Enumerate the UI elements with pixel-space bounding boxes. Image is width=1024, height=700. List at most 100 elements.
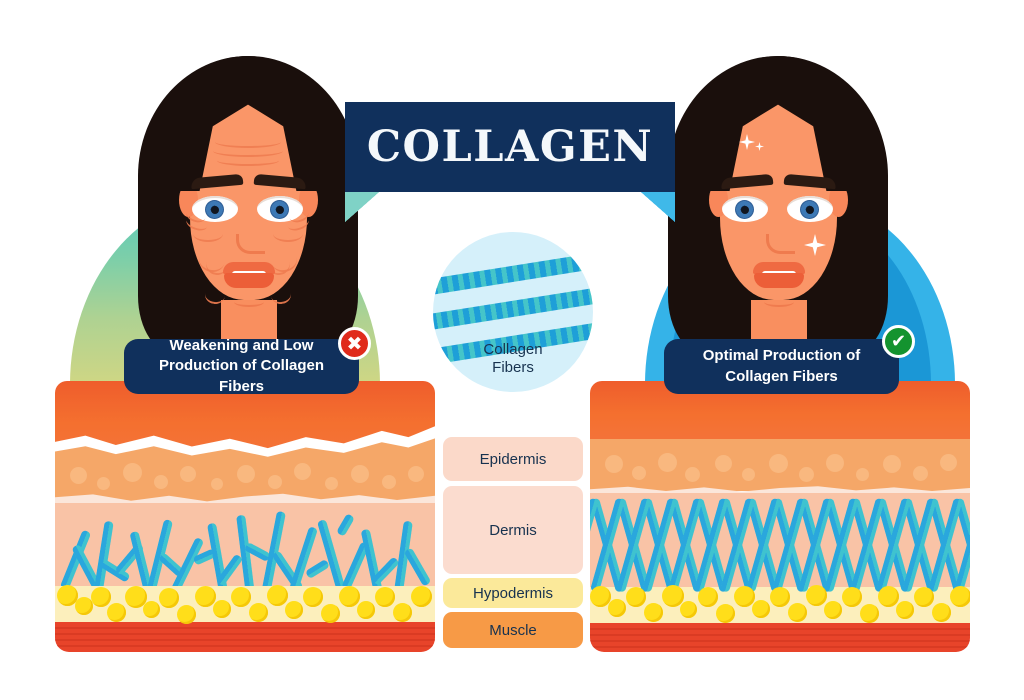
fat-cell	[914, 587, 934, 607]
lips	[753, 262, 805, 288]
pupil	[740, 205, 749, 214]
muscle-layer	[55, 622, 435, 652]
fiber-caption-line1: Collagen	[483, 340, 543, 358]
fat-cell	[159, 588, 179, 608]
fat-cell	[878, 586, 899, 607]
youthful-face-illustration	[663, 48, 893, 378]
left-caption: Weakening and Low Production of Collagen…	[124, 337, 359, 395]
eye-right	[257, 196, 303, 222]
fat-cell	[896, 601, 914, 619]
fat-cell	[590, 586, 611, 607]
fat-cell	[249, 603, 268, 622]
fat-cell	[411, 586, 432, 607]
ear-right	[829, 183, 848, 217]
nose	[766, 234, 795, 254]
epidermis-layer	[590, 439, 970, 491]
ribbon-tail-right	[641, 192, 675, 222]
fiber-diagram-caption: Collagen Fibers	[433, 341, 593, 379]
right-caption: Optimal Production of Collagen Fibers	[664, 339, 899, 394]
collagen-fiber-diagram: Collagen Fibers	[433, 232, 593, 392]
pupil	[275, 205, 284, 214]
fat-cell	[321, 604, 340, 623]
fat-cell	[662, 585, 684, 607]
fat-cell	[231, 587, 251, 607]
ribbon-tail-left	[345, 192, 379, 222]
dermal-junction-line	[590, 486, 970, 497]
sparkle-icon	[755, 142, 764, 151]
fat-cell	[824, 601, 842, 619]
legend-item-hypodermis[interactable]: Hypodermis	[443, 578, 583, 608]
fat-cell	[75, 597, 93, 615]
fat-cell	[267, 585, 288, 606]
fat-cell	[698, 587, 718, 607]
fat-cell	[91, 587, 111, 607]
fat-cell	[608, 599, 626, 617]
fat-cell	[752, 600, 770, 618]
lips	[223, 262, 275, 288]
forehead-wrinkle	[217, 155, 279, 166]
fat-cell	[125, 586, 147, 608]
legend-label: Muscle	[489, 621, 537, 639]
eye-right	[787, 196, 833, 222]
fat-cell	[860, 604, 879, 623]
collagen-lattice	[590, 497, 970, 593]
aged-skin-cross-section	[55, 381, 435, 652]
epidermis-cells	[55, 438, 435, 503]
fat-cell	[195, 586, 216, 607]
check-badge: ✔	[882, 325, 915, 358]
chin-crease	[764, 297, 794, 307]
epidermis-layer	[55, 438, 435, 503]
fat-cell	[932, 603, 951, 622]
fat-cell	[213, 600, 231, 618]
iris	[270, 200, 289, 219]
fiber-caption-line2: Fibers	[492, 359, 534, 377]
healthy-skin-cross-section	[590, 381, 970, 652]
legend-item-muscle[interactable]: Muscle	[443, 612, 583, 648]
ear-right	[299, 183, 318, 217]
lower-lip	[754, 273, 804, 288]
under-eye-wrinkle	[273, 226, 303, 242]
pupil	[805, 205, 814, 214]
fat-cell	[788, 603, 807, 622]
fat-cell	[644, 603, 663, 622]
fat-cell	[57, 585, 78, 606]
iris	[205, 200, 224, 219]
iris	[735, 200, 754, 219]
fat-cell	[177, 605, 196, 624]
epidermis-cells	[590, 439, 970, 491]
fat-cell	[950, 586, 970, 607]
page-title: COLLAGEN	[366, 122, 654, 172]
pupil	[210, 205, 219, 214]
fat-cell	[626, 587, 646, 607]
iris	[800, 200, 819, 219]
fat-cell	[107, 603, 126, 622]
under-eye-wrinkle	[193, 226, 223, 242]
fat-cell	[680, 601, 697, 618]
fat-cell	[339, 586, 360, 607]
fat-cell	[842, 587, 862, 607]
eye-left	[722, 196, 768, 222]
legend-label: Epidermis	[479, 450, 547, 468]
lower-lip	[224, 273, 274, 288]
eye-left	[192, 196, 238, 222]
fat-cell	[375, 587, 395, 607]
fat-cell	[393, 603, 412, 622]
cross-badge: ✖	[338, 327, 371, 360]
fat-cell	[285, 601, 303, 619]
legend-item-dermis[interactable]: Dermis	[443, 486, 583, 574]
fat-cell	[716, 604, 735, 623]
muscle-layer	[590, 623, 970, 652]
fat-cell	[357, 601, 375, 619]
legend-item-epidermis[interactable]: Epidermis	[443, 437, 583, 481]
aged-face-illustration	[133, 48, 363, 378]
left-caption-text: Weakening and Low Production of Collagen…	[159, 337, 324, 395]
fat-cell	[143, 601, 160, 618]
fat-cell	[734, 586, 755, 607]
fat-cell	[770, 587, 790, 607]
title-banner: COLLAGEN	[345, 102, 675, 192]
fat-cell	[303, 587, 323, 607]
chin-crease	[234, 297, 264, 307]
nose	[236, 234, 265, 254]
legend-label: Dermis	[489, 521, 537, 539]
